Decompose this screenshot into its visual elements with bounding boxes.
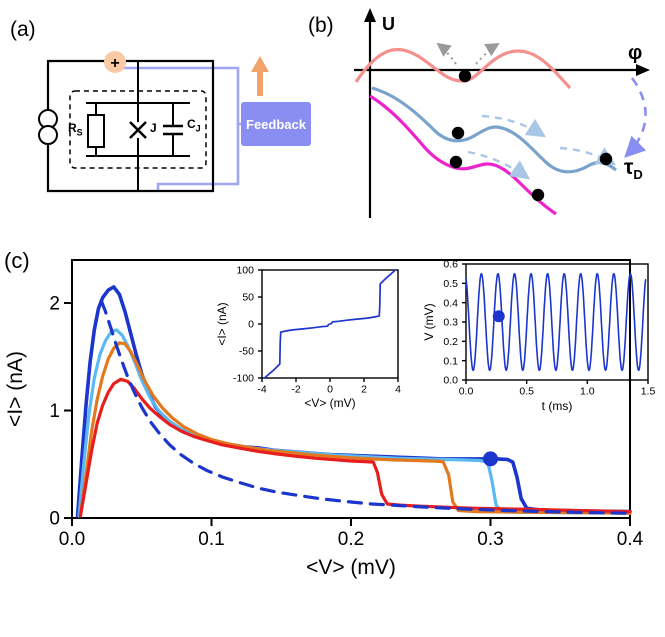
u-axis-label: U xyxy=(382,14,395,34)
y-tick-label: 2 xyxy=(49,294,60,315)
summing-node xyxy=(104,51,126,73)
inset_time-marker-dot xyxy=(492,310,505,323)
x-tick-label: 4 xyxy=(395,384,401,396)
series-voltage-oscillation xyxy=(465,272,647,372)
particle-dot xyxy=(451,126,465,140)
x-tick-label: -4 xyxy=(257,384,266,396)
x-tick-label: 0.3 xyxy=(477,529,503,550)
current-source-icon xyxy=(38,109,58,145)
x-tick-label: 1.5 xyxy=(641,386,656,398)
series-orange-solid xyxy=(78,341,632,518)
y-tick-label: 0.0 xyxy=(443,375,458,387)
junction-label: J xyxy=(150,121,157,135)
main-marker-dot xyxy=(483,451,498,467)
circuit-diagram: + xyxy=(38,51,269,193)
y-tick-label: 1 xyxy=(49,401,60,422)
y-axis-label: <I> (nA) xyxy=(4,351,27,427)
x-tick-label: 2 xyxy=(361,384,367,396)
particle-dot xyxy=(531,188,545,202)
x-tick-label: 1.0 xyxy=(580,386,595,398)
tau-label: τD xyxy=(624,156,643,182)
feedback-loop-wire xyxy=(115,66,240,191)
bias-loop-wire xyxy=(46,59,215,193)
particle-dot xyxy=(458,69,472,83)
y-tick-label: -50 xyxy=(239,346,254,358)
y-tick-label: 0 xyxy=(248,319,254,331)
y-tick-label: 0.2 xyxy=(443,336,458,348)
tau-delay-arrow-icon xyxy=(624,77,647,158)
panel-b: (b) U φ xyxy=(298,2,664,240)
resistor-label: RS xyxy=(68,121,83,138)
u-axis-arrow-icon xyxy=(364,8,376,22)
y-axis-label: <I> (nA) xyxy=(215,302,229,345)
phase-motion-arrow-1-icon xyxy=(481,114,547,138)
plus-sign: + xyxy=(110,55,119,72)
x-tick-label: -2 xyxy=(291,384,300,396)
panel-a-label: (a) xyxy=(10,18,36,41)
x-tick-label: 0.0 xyxy=(459,386,474,398)
panel-b-label: (b) xyxy=(308,14,334,37)
pink-potential-curve xyxy=(354,47,572,90)
tilted-washboard-curve xyxy=(371,86,617,174)
washboard-sketch: (b) U φ xyxy=(308,8,650,218)
feedback-box: Feedback xyxy=(241,102,311,146)
panel-c-label: (c) xyxy=(4,248,30,273)
josephson-junction-icon xyxy=(129,103,147,156)
inset-iv-chart: -4 -2 0 2 4 -100 -50 0 50 100 <V> (mV) <I> (nA) xyxy=(215,265,401,410)
feedback-arrow-icon xyxy=(251,56,269,96)
y-tick-label: 100 xyxy=(236,265,254,277)
x-axis-label: <V> (mV) xyxy=(304,396,355,410)
panel-a: (a) xyxy=(8,6,320,234)
shunt-resistor-icon xyxy=(87,103,105,156)
x-tick-label: 0.4 xyxy=(617,529,644,550)
phi-axis-arrow-icon xyxy=(636,64,650,76)
y-tick-label: 0.1 xyxy=(443,355,458,367)
panel-c: (c) 0.0 0.1 0.2 0.3 0.4 0 1 2 <V> (mV) <I> (nA) -… xyxy=(0,240,665,637)
x-tick-label: 0.5 xyxy=(519,386,534,398)
inset-time-trace-chart: 0.0 0.5 1.0 1.5 0.0 0.1 0.2 0.3 0.4 0.5 0.6 t (ms) V… xyxy=(422,259,656,413)
particle-dot xyxy=(449,155,463,169)
y-tick-label: 0 xyxy=(49,509,60,530)
steep-washboard-curve xyxy=(369,94,557,216)
main-iv-chart: 0.0 0.1 0.2 0.3 0.4 0 1 2 <V> (mV) <I> (nA) xyxy=(4,259,644,579)
y-tick-label: 0.6 xyxy=(443,259,458,271)
series-iv-curve xyxy=(263,269,397,379)
x-tick-label: 0.1 xyxy=(198,529,224,550)
x-tick-label: 0.0 xyxy=(59,529,85,550)
phi-axis-label: φ xyxy=(628,42,642,64)
phase-particles xyxy=(449,69,613,202)
y-tick-label: 0.3 xyxy=(443,317,458,329)
y-tick-label: 50 xyxy=(242,292,254,304)
x-axis-label: t (ms) xyxy=(542,399,573,413)
x-tick-label: 0 xyxy=(327,384,333,396)
y-tick-label: 0.4 xyxy=(443,297,458,309)
oscillation-arrow-left-icon xyxy=(436,42,457,65)
particle-dot xyxy=(599,152,613,166)
junction-capacitor-icon xyxy=(163,103,183,156)
capacitor-label: CJ xyxy=(187,117,201,134)
y-tick-label: -100 xyxy=(233,373,254,385)
x-axis-label: <V> (mV) xyxy=(306,556,396,579)
y-axis-label: V (mV) xyxy=(422,303,436,340)
x-tick-label: 0.2 xyxy=(338,529,364,550)
y-tick-label: 0.5 xyxy=(443,278,458,290)
series-blue-dashed-theory xyxy=(99,299,632,515)
phase-motion-arrow-3-icon xyxy=(467,150,530,180)
